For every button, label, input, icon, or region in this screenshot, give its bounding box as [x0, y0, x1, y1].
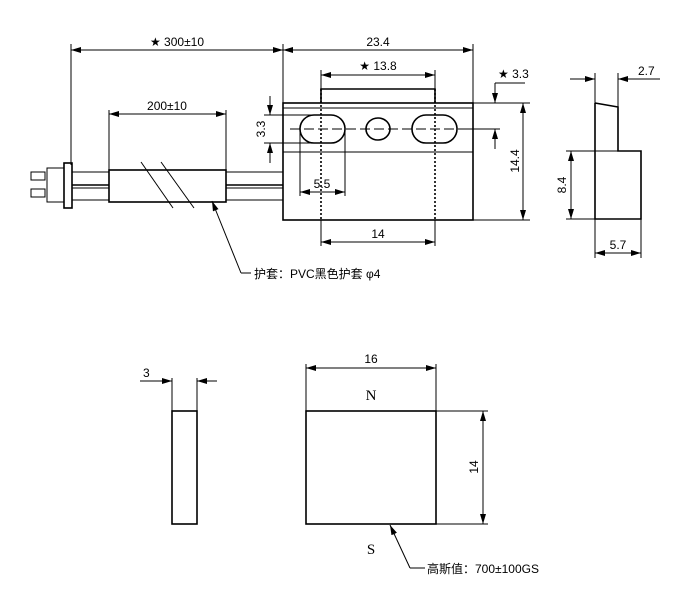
connector-pin-1 — [30, 171, 46, 181]
sleeve-note: 护套：PVC黑色护套 φ4 — [254, 267, 381, 281]
dimensions-front: ★ 300±10 23.4 ★ 13.8 ★ 3.3 14.4 200±10 3… — [70, 35, 530, 281]
dim-magnet-thickness: 3 — [143, 366, 150, 380]
dim-top-thickness: 2.7 — [638, 64, 655, 78]
dim-magnet-height: 14 — [467, 460, 481, 474]
break-line-1 — [140, 161, 174, 209]
magnet-face — [305, 410, 437, 525]
dim-hole-spacing: ★ 13.8 — [359, 59, 397, 73]
gauss-note: 高斯值：700±100GS — [427, 561, 539, 576]
magnet-side — [171, 410, 198, 525]
north-pole-label: N — [366, 388, 377, 404]
leader-gauss — [389, 524, 411, 569]
dim-base-width: 14 — [371, 227, 385, 241]
connector-pin-2 — [30, 188, 46, 198]
wires-left — [72, 171, 109, 201]
sensor-front-view — [282, 88, 474, 221]
connector-flange — [63, 162, 73, 209]
cable — [30, 161, 283, 209]
leader-sleeve — [211, 200, 242, 274]
dim-top-offset: ★ 3.3 — [498, 67, 529, 81]
dim-magnet-width: 16 — [364, 352, 378, 366]
dim-body-height: 14.4 — [508, 149, 522, 173]
dim-depth: 5.7 — [610, 238, 627, 252]
sensor-side-view: 2.7 8.4 5.7 — [555, 64, 660, 258]
magnet-side-view: 3 — [140, 366, 217, 525]
sensor-body — [282, 102, 474, 221]
connector-housing — [46, 167, 64, 203]
dim-sleeve-length: 200±10 — [147, 99, 187, 113]
dim-slot-width: 5.5 — [314, 177, 331, 191]
side-profile — [594, 102, 642, 220]
south-pole-label: S — [367, 542, 375, 558]
break-line-2 — [160, 161, 195, 209]
dim-lower-height: 8.4 — [555, 176, 569, 193]
dim-body-length: 23.4 — [366, 35, 390, 49]
raised-top — [320, 88, 436, 103]
wires-right — [226, 171, 283, 201]
dim-cable-length: ★ 300±10 — [150, 35, 204, 49]
dim-slot-height: 3.3 — [254, 120, 268, 137]
pvc-sleeve — [108, 169, 227, 203]
magnet-front-view: 16 N S 14 高斯值：700±100GS — [305, 352, 539, 576]
